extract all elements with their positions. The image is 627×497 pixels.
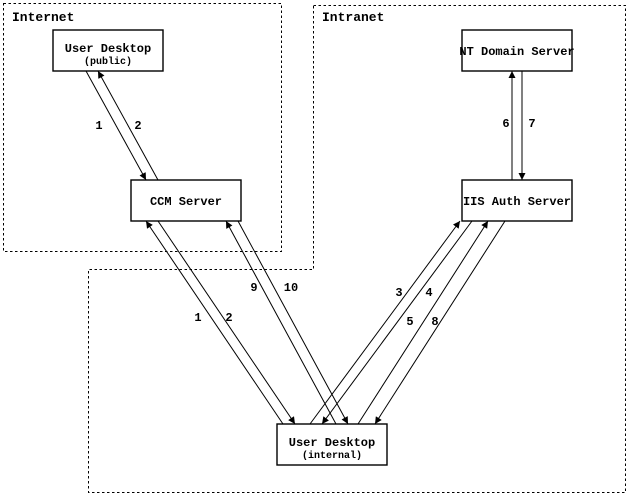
edge-8-label: 8 — [431, 315, 438, 329]
nt-domain-server-box — [461, 29, 573, 72]
node-ccm-server: CCM Server — [130, 179, 242, 222]
ccm-server-box — [130, 179, 242, 222]
intranet-zone-label: Intranet — [322, 10, 384, 25]
edge-9-label: 9 — [250, 281, 257, 295]
internet-zone-border — [3, 3, 282, 252]
user-desktop-public-sublabel: (public) — [84, 56, 132, 68]
edge-1-internal-label: 1 — [194, 311, 201, 325]
ccm-server-label: CCM Server — [150, 195, 222, 209]
node-user-desktop-internal: User Desktop (internal) — [276, 423, 388, 466]
nt-domain-server-label: NT Domain Server — [459, 45, 574, 59]
user-desktop-public-box — [52, 29, 164, 72]
intranet-zone-border — [88, 5, 626, 493]
node-user-desktop-public: User Desktop (public) — [52, 29, 164, 72]
edge-6-label: 6 — [502, 117, 509, 131]
node-nt-domain-server: NT Domain Server — [459, 29, 575, 72]
edge-1-public-label: 1 — [95, 119, 102, 133]
edge-5-label: 5 — [406, 315, 413, 329]
iis-auth-server-box — [461, 179, 573, 222]
edge-2-internal-line — [157, 220, 296, 425]
user-desktop-public-label: User Desktop — [65, 42, 151, 56]
edge-5-line — [357, 220, 489, 425]
edge-3-line — [309, 220, 461, 425]
edge-10-line — [237, 220, 349, 425]
edge-4-label: 4 — [425, 286, 432, 300]
edge-10-label: 10 — [284, 281, 298, 295]
user-desktop-internal-box — [276, 423, 388, 466]
edge-9-line — [225, 220, 337, 425]
edge-8-line — [374, 220, 506, 425]
edge-1-internal-line — [145, 220, 284, 425]
edge-3-label: 3 — [395, 286, 402, 300]
iis-auth-server-label: IIS Auth Server — [463, 195, 571, 209]
internet-zone-label: Internet — [12, 10, 74, 25]
edge-2-public-line — [97, 70, 159, 181]
edge-1-public-line — [85, 70, 147, 181]
node-iis-auth-server: IIS Auth Server — [461, 179, 573, 222]
edge-7-label: 7 — [528, 117, 535, 131]
edge-4-line — [321, 220, 473, 425]
edge-2-public-label: 2 — [134, 119, 141, 133]
edge-2-internal-label: 2 — [225, 311, 232, 325]
user-desktop-internal-label: User Desktop — [289, 436, 375, 450]
user-desktop-internal-sublabel: (internal) — [302, 450, 362, 462]
